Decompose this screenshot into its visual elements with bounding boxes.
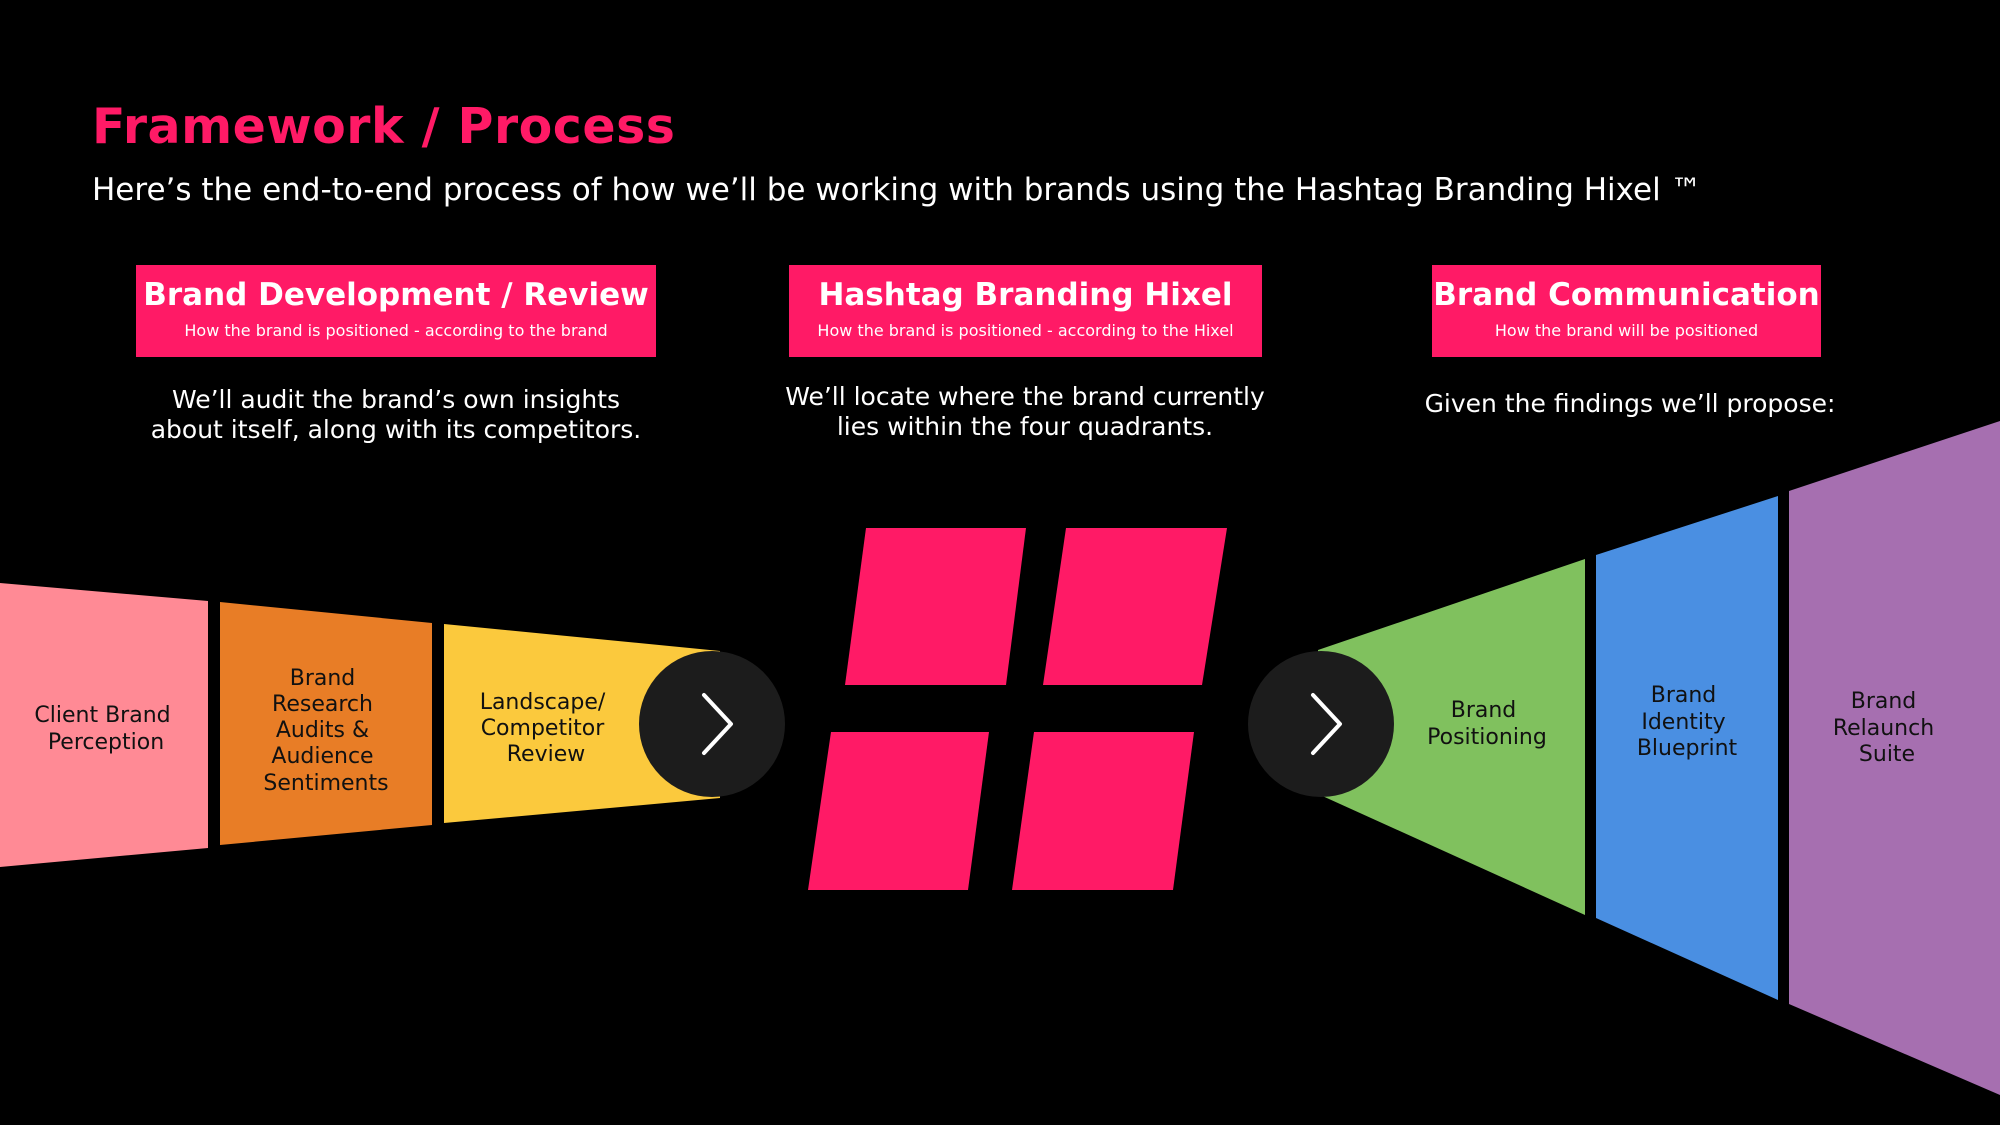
hashtag-quadrants-icon [808,528,1227,890]
stage-brand-positioning [1318,559,1585,915]
section-subtitle: How the brand is positioned - according … [184,321,608,340]
stage-relaunch-suite [1789,421,2000,1095]
arrow-button-right [1248,651,1394,797]
stage-brand-research [220,602,432,845]
quadrant-bottom-right [1012,732,1194,890]
section-subtitle: How the brand is positioned - according … [817,321,1234,340]
section-description: Given the findings we’ll propose: [1380,389,1880,419]
stage-label: Client Brand Perception [34,703,177,755]
description-line: Given the findings we’ll propose: [1424,389,1836,418]
stage-label: Brand Relaunch Suite [1833,689,1941,767]
arrow-button-left [639,651,785,797]
section-title: Brand Development / Review [143,277,649,313]
section-description: We’ll locate where the brand currently l… [755,382,1295,442]
description-line: We’ll audit the brand’s own insights [171,385,621,414]
stage-label: Brand Research Audits & Audience Sentime… [263,666,388,796]
chevron-right-icon [1311,693,1342,755]
chevron-right-icon [702,693,733,755]
section-title: Brand Communication [1433,277,1820,313]
quadrant-top-left [845,528,1026,685]
page-title: Framework / Process [92,98,676,155]
stage-label: Brand Identity Blueprint [1637,683,1738,761]
quadrant-top-right [1043,528,1227,685]
section-subtitle: How the brand will be positioned [1494,321,1759,340]
stage-landscape-review [444,624,720,823]
page-subtitle: Here’s the end-to-end process of how we’… [92,172,1702,208]
stage-client-perception [0,583,208,867]
description-line: lies within the four quadrants. [836,412,1214,441]
section-brand-communication: Brand Communication How the brand will b… [1432,265,1821,357]
quadrant-bottom-left [808,732,989,890]
section-hashtag-hixel: Hashtag Branding Hixel How the brand is … [789,265,1262,357]
stage-label: Landscape/ Competitor Review [480,690,613,767]
section-brand-development: Brand Development / Review How the brand… [136,265,656,357]
stage-identity-blueprint [1596,496,1778,1000]
stage-label: Brand Positioning [1427,698,1547,750]
description-line: We’ll locate where the brand currently [785,382,1265,411]
section-description: We’ll audit the brand’s own insights abo… [116,385,676,445]
description-line: about itself, along with its competitors… [150,415,642,444]
section-title: Hashtag Branding Hixel [818,277,1233,313]
